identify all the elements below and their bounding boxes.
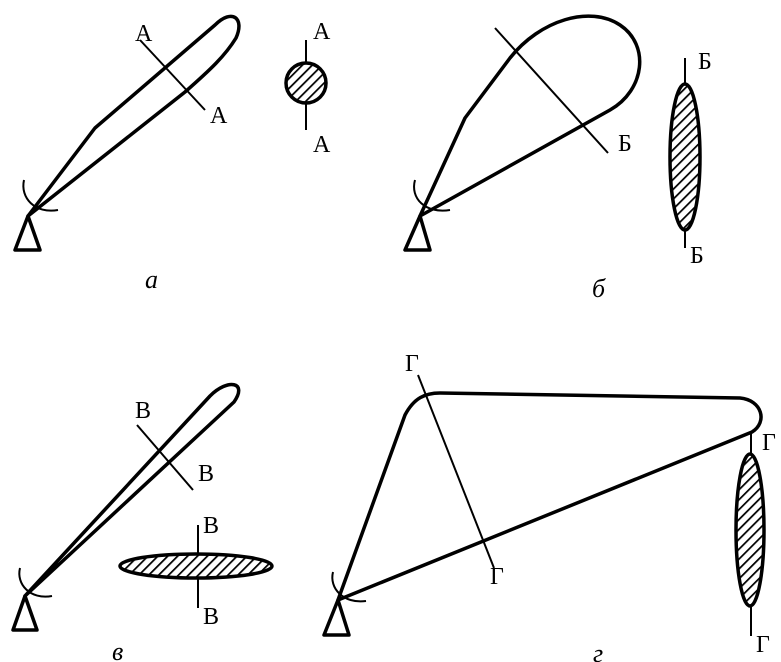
panel-v: В В В В в (11, 382, 274, 662)
section-label-v-2: В (198, 461, 214, 487)
section-label-a-1: А (135, 21, 153, 47)
panel-a: А А А А а (13, 14, 331, 294)
section-line-a (139, 39, 206, 111)
radiation-lobe-g (336, 391, 763, 602)
antenna-mast-v (11, 594, 39, 632)
section-label-g-4: Г (756, 632, 770, 658)
cross-section-ellipse-v (118, 552, 274, 580)
antenna-mast-g (322, 598, 351, 637)
antenna-dish-v (18, 567, 53, 598)
antenna-mast-a (13, 214, 42, 252)
antenna-dish-g (331, 571, 367, 603)
section-label-v-3: В (203, 513, 219, 539)
section-label-a-2: А (210, 103, 228, 129)
section-label-b-1: Б (618, 131, 632, 157)
radiation-lobe-v (23, 382, 241, 598)
section-line-g (417, 374, 495, 569)
section-label-b-2: Б (698, 49, 712, 75)
cross-section-ellipse-b (668, 82, 702, 232)
section-label-a-4: А (313, 132, 331, 158)
section-label-v-1: В (135, 398, 151, 424)
antenna-dish-b (413, 179, 451, 212)
section-label-b-3: Б (690, 243, 704, 269)
section-label-a-3: А (313, 19, 331, 45)
panel-g: Г Г Г Г г (322, 351, 776, 662)
caption-g: г (593, 639, 603, 662)
caption-a: а (145, 265, 158, 294)
section-line-v (136, 424, 194, 491)
caption-b: б (592, 274, 606, 303)
antenna-mast-b (403, 214, 432, 252)
caption-v: в (112, 637, 123, 662)
section-label-g-1: Г (405, 351, 419, 377)
radiation-lobe-b (418, 14, 642, 218)
radiation-lobe-a (26, 14, 241, 218)
cross-section-circle-a (284, 61, 328, 105)
cross-section-ellipse-g (734, 452, 766, 608)
panel-b: Б Б Б б (403, 14, 712, 303)
section-line-b (494, 27, 609, 154)
section-label-g-2: Г (490, 564, 504, 590)
antenna-dish-a (22, 179, 59, 212)
section-label-v-4: В (203, 604, 219, 630)
section-label-g-3: Г (762, 430, 776, 456)
